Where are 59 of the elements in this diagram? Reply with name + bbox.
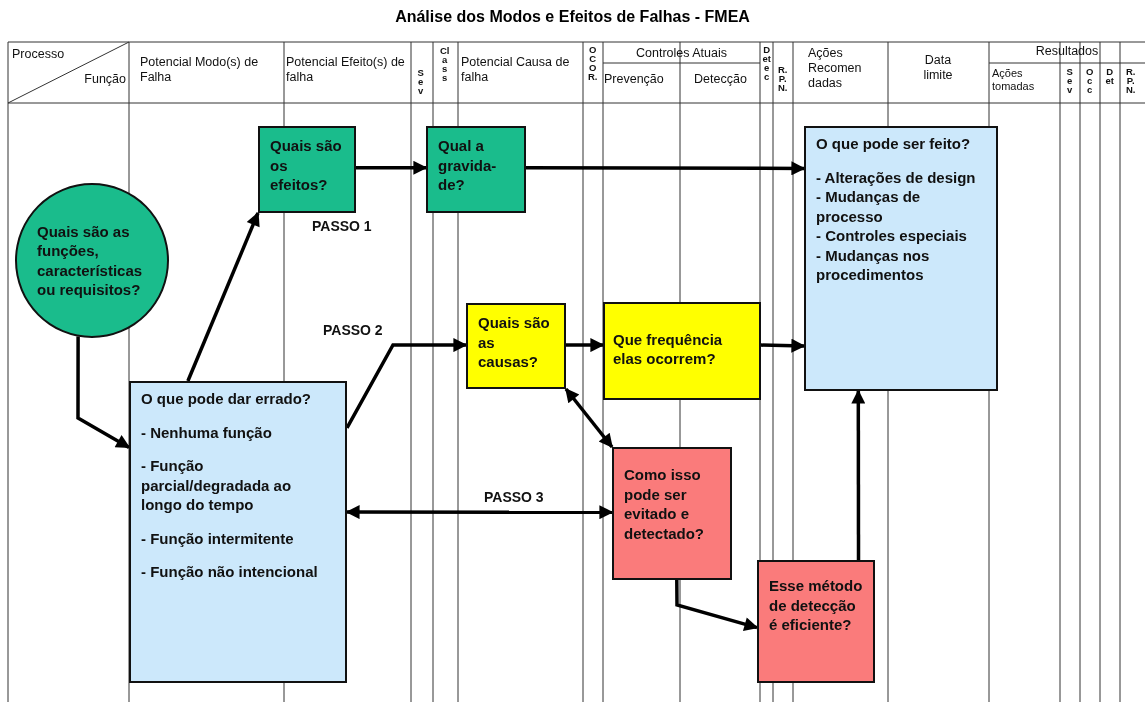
arrow (564, 387, 614, 449)
list-item: - Função parcial/degradada ao longo do tempo (141, 456, 293, 515)
list-item: - Mudanças de processo (816, 187, 922, 226)
list-box (129, 381, 347, 683)
column-header: Potencial Causa de falha (461, 55, 571, 85)
column-header: Prevenção (604, 72, 665, 87)
column-header: Função (83, 72, 126, 87)
diagram-title: Análise dos Modos e Efeitos de Falhas - FMEA (394, 8, 751, 26)
column-header: Ações Recomen dadas (808, 46, 863, 91)
column-header: Potencial Efeito(s) de falha (286, 55, 406, 85)
node-text: Quais são as causas? (478, 313, 551, 372)
arrow (526, 161, 806, 176)
node-text: Como isso pode ser evitado e detectado? (624, 465, 705, 543)
list-item: - Controles especiais (816, 226, 968, 246)
column-header: Occ (1085, 67, 1095, 95)
node-text: Que frequência elas ocorrem? (613, 329, 724, 369)
arrow (566, 338, 605, 353)
node-text: Quais são as funções, características ou requisitos? (37, 221, 144, 300)
arrow (356, 160, 428, 175)
arrow (851, 389, 866, 560)
question-box (603, 302, 761, 400)
column-header: R.P.N. (1125, 67, 1137, 95)
column-header: Resultados (1034, 44, 1100, 59)
column-header: R.P.N. (777, 65, 789, 93)
question-box (426, 126, 526, 213)
column-header: Detec (762, 45, 772, 82)
arrow (186, 211, 260, 382)
node-text: O que pode ser feito? (816, 134, 972, 154)
column-header: OCOR. (588, 45, 598, 82)
step-label: PASSO 2 (323, 322, 384, 339)
column-header: Processo (12, 47, 66, 62)
question-box (258, 126, 356, 213)
arrow (675, 580, 759, 631)
arrow (760, 338, 806, 353)
column-header: Detecção (693, 72, 748, 87)
question-box (612, 447, 732, 580)
question-box (466, 303, 566, 389)
column-header: Sev (1065, 67, 1074, 95)
list-item: - Mudanças nos procedimentos (816, 245, 931, 285)
column-header: Det (1105, 67, 1115, 86)
node-text: Esse método de detecção é eficiente? (769, 576, 863, 635)
node-text: O que pode dar errado? (141, 389, 313, 409)
arrow (76, 336, 131, 449)
list-item: - Alterações de design (816, 167, 977, 187)
list-item: - Função não intencional (141, 562, 319, 582)
node-text: Qual a gravida- de? (438, 136, 498, 195)
column-header: Controles Atuais (635, 46, 728, 61)
column-header: Data limite (922, 53, 954, 83)
column-header: Sev (416, 68, 425, 96)
list-item: - Nenhuma função (141, 422, 273, 442)
step-label: PASSO 3 (484, 489, 545, 506)
column-header: Ações tomadas (992, 67, 1036, 94)
node-text: Quais são os efeitos? (270, 136, 343, 195)
question-box (757, 560, 875, 683)
column-header: Class (440, 46, 450, 83)
list-item: - Função intermitente (141, 528, 295, 548)
column-header: Potencial Modo(s) de Falha (140, 55, 260, 85)
list-box (804, 126, 998, 391)
step-label: PASSO 1 (312, 218, 373, 235)
